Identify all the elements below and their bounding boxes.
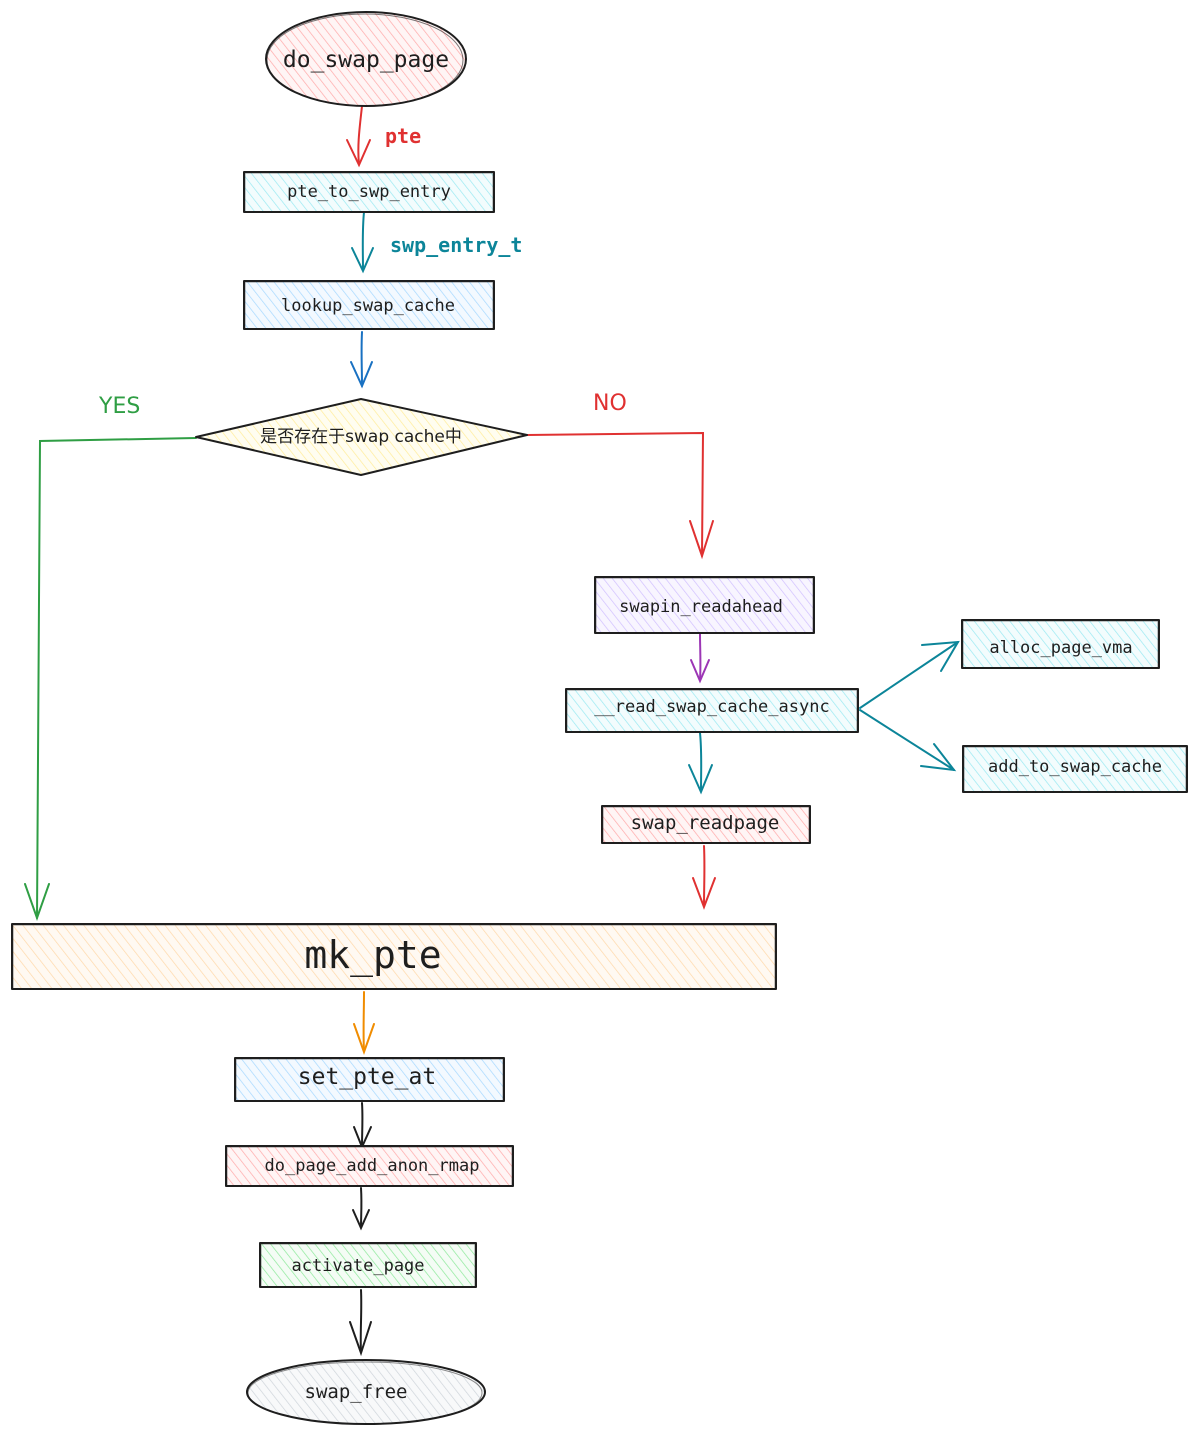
arrow-pte-to-swp-entry-to-lookup: [351, 211, 374, 274]
node-do-page-add-anon-rmap-label: do_page_add_anon_rmap: [265, 1156, 480, 1176]
arrow-mk-pte-to-set-pte-at: [353, 991, 375, 1055]
node-add-to-swap-cache-label: add_to_swap_cache: [988, 757, 1162, 777]
arrow-rmap-to-activate-page: [352, 1187, 370, 1231]
node-do-page-add-anon-rmap: do_page_add_anon_rmap: [225, 1145, 514, 1187]
node-read-swap-cache-async: __read_swap_cache_async: [565, 688, 859, 733]
arrow-set-pte-at-to-rmap: [353, 1102, 372, 1150]
node-decision-label: 是否存在于swap cache中: [260, 427, 462, 447]
node-do-swap-page-label: do_swap_page: [283, 47, 449, 73]
arrow-swap-readpage-to-mk-pte: [692, 845, 716, 910]
node-alloc-page-vma-label: alloc_page_vma: [989, 638, 1132, 658]
arrow-no-to-swapin-readahead: [526, 431, 714, 560]
arrow-yes-to-mk-pte: [24, 437, 197, 922]
node-swap-free: swap_free: [246, 1359, 486, 1425]
node-swapin-readahead: swapin_readahead: [594, 576, 815, 634]
node-pte-to-swp-entry-label: pte_to_swp_entry: [287, 182, 451, 202]
edge-label-yes: YES: [98, 394, 140, 419]
node-read-swap-cache-async-label: __read_swap_cache_async: [594, 697, 829, 717]
arrow-to-add-to-swap-cache: [859, 709, 957, 772]
node-set-pte-at: set_pte_at: [234, 1057, 505, 1102]
node-decision-in-swap-cache: 是否存在于swap cache中: [195, 398, 528, 476]
arrow-lookup-to-decision: [350, 331, 373, 389]
node-do-swap-page: do_swap_page: [265, 11, 467, 107]
node-activate-page: activate_page: [259, 1242, 477, 1288]
arrow-activate-page-to-swap-free: [349, 1289, 372, 1357]
node-lookup-swap-cache-label: lookup_swap_cache: [281, 296, 455, 316]
node-alloc-page-vma: alloc_page_vma: [961, 619, 1160, 669]
node-swap-free-label: swap_free: [305, 1381, 408, 1403]
node-pte-to-swp-entry: pte_to_swp_entry: [243, 171, 495, 213]
node-swap-readpage: swap_readpage: [601, 805, 811, 844]
arrow-to-alloc-page-vma: [859, 640, 960, 709]
edge-label-swp-entry-t: swp_entry_t: [390, 233, 522, 257]
node-mk-pte-label: mk_pte: [304, 933, 441, 978]
arrow-to-swap-readpage: [688, 732, 713, 795]
node-mk-pte: mk_pte: [11, 923, 777, 990]
node-lookup-swap-cache: lookup_swap_cache: [243, 280, 495, 330]
node-add-to-swap-cache: add_to_swap_cache: [962, 745, 1188, 793]
node-swapin-readahead-label: swapin_readahead: [619, 597, 783, 617]
node-set-pte-at-label: set_pte_at: [298, 1064, 436, 1090]
edge-label-no: NO: [593, 391, 627, 416]
node-activate-page-label: activate_page: [291, 1256, 424, 1276]
arrow-swapin-to-read-swap-cache-async: [690, 633, 710, 684]
node-swap-readpage-label: swap_readpage: [631, 812, 780, 834]
arrow-do-swap-page-to-pte-to-swp-entry: [346, 105, 371, 168]
edge-label-pte: pte: [385, 124, 421, 148]
